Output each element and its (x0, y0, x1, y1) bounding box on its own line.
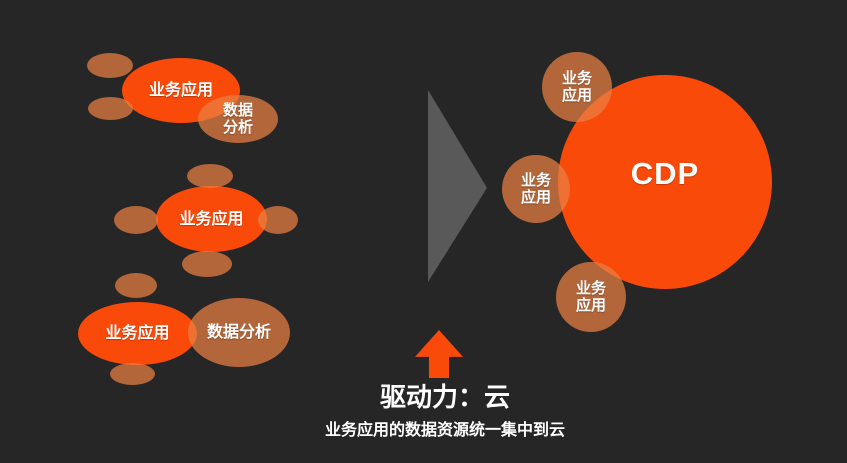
caption-title: 驱动力：云 (379, 382, 510, 412)
caption-subtitle: 业务应用的数据资源统一集中到云 (324, 422, 565, 439)
satellite-ellipse (182, 251, 232, 277)
up-arrow-icon (415, 330, 463, 378)
business-app-circle: 业务 应用 (502, 155, 570, 223)
satellite-ellipse (87, 53, 133, 78)
satellite-ellipse (110, 363, 155, 385)
business-app-label: 业务应用 (105, 325, 170, 342)
satellite-ellipse (114, 206, 158, 234)
business-app-label: 业务应用 (148, 82, 213, 99)
data-analysis-label: 数据分析 (206, 324, 271, 341)
business-app-ellipse-1: 业务应用 (122, 58, 240, 123)
business-app-label: 业务应用 (179, 210, 244, 228)
satellite-ellipse (187, 164, 233, 188)
satellite-ellipse (258, 206, 298, 234)
business-app-label: 业务 应用 (520, 172, 551, 206)
business-app-circle: 业务 应用 (542, 52, 612, 122)
business-app-circle: 业务 应用 (556, 262, 626, 332)
business-app-label: 业务 应用 (561, 70, 592, 104)
data-analysis-ellipse-1: 数据 分析 (198, 95, 278, 143)
cdp-label: CDP (630, 155, 700, 191)
business-app-ellipse-2: 业务应用 (156, 186, 267, 252)
business-app-ellipse-3: 业务应用 (78, 302, 197, 365)
satellite-ellipse (115, 273, 157, 298)
data-analysis-label: 数据 分析 (222, 102, 253, 136)
flow-triangle-icon (428, 90, 487, 282)
satellite-ellipse (88, 97, 133, 120)
business-app-label: 业务 应用 (575, 280, 606, 314)
data-analysis-ellipse-2: 数据分析 (188, 298, 290, 367)
